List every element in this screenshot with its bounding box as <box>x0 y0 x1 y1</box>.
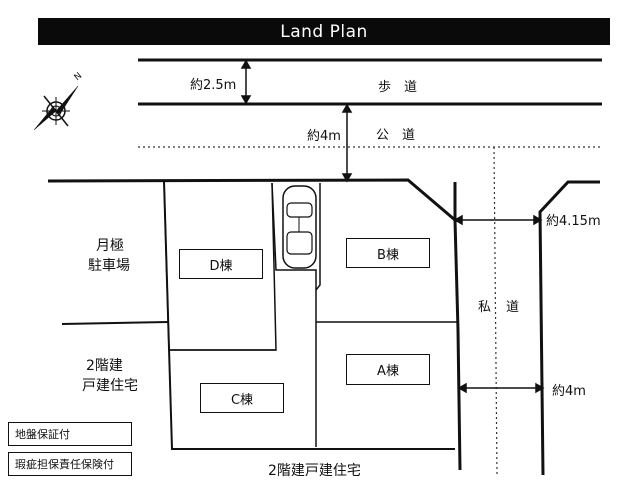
private-road-right-edge <box>538 180 600 476</box>
private-road-label-2: 道 <box>506 300 520 315</box>
page-title: Land Plan <box>280 21 368 42</box>
building-d-label: D棟 <box>179 249 263 279</box>
building-c-label: C棟 <box>200 383 284 413</box>
sidewalk-width-label: 約2.5m <box>190 78 237 93</box>
site-right-boundary <box>453 182 462 471</box>
public-road-label: 公 道 <box>376 128 416 143</box>
monthly-parking-label-2: 駐車場 <box>88 258 130 274</box>
private-road-top-dimension-arrow <box>453 214 543 226</box>
two-story-house-bottom-label: 2階建戸建住宅 <box>268 463 361 479</box>
private-road-top-width-label: 約4.15m <box>546 214 601 229</box>
private-road-dotted-line <box>493 146 498 476</box>
private-road-label-1: 私 <box>478 300 492 315</box>
title-bar: Land Plan <box>38 18 610 45</box>
sidewalk-dimension-arrow <box>240 59 252 105</box>
ground-guarantee-badge: 地盤保証付 <box>8 422 132 446</box>
private-road-bottom-width-label: 約4m <box>552 384 586 399</box>
public-road-dimension-arrow <box>341 103 353 183</box>
two-story-house-label-2: 戸建住宅 <box>82 378 138 394</box>
monthly-parking-label-1: 月極 <box>96 238 124 254</box>
building-a-label: A棟 <box>346 354 430 385</box>
private-road-bottom-dimension-arrow <box>457 382 545 394</box>
compass-rose-icon <box>33 85 79 131</box>
driveway-right <box>315 183 321 291</box>
neighbor-boundary-line <box>61 321 169 325</box>
driveway-left <box>271 182 317 447</box>
road-edge-line <box>47 178 456 222</box>
defect-insurance-badge: 瑕疵担保責任保険付 <box>8 452 132 476</box>
building-b-label: B棟 <box>346 238 430 268</box>
public-road-width-label: 約4m <box>307 129 341 144</box>
two-story-house-label-1: 2階建 <box>86 358 123 374</box>
sidewalk-label: 歩 道 <box>378 80 418 95</box>
car-icon <box>282 185 317 269</box>
